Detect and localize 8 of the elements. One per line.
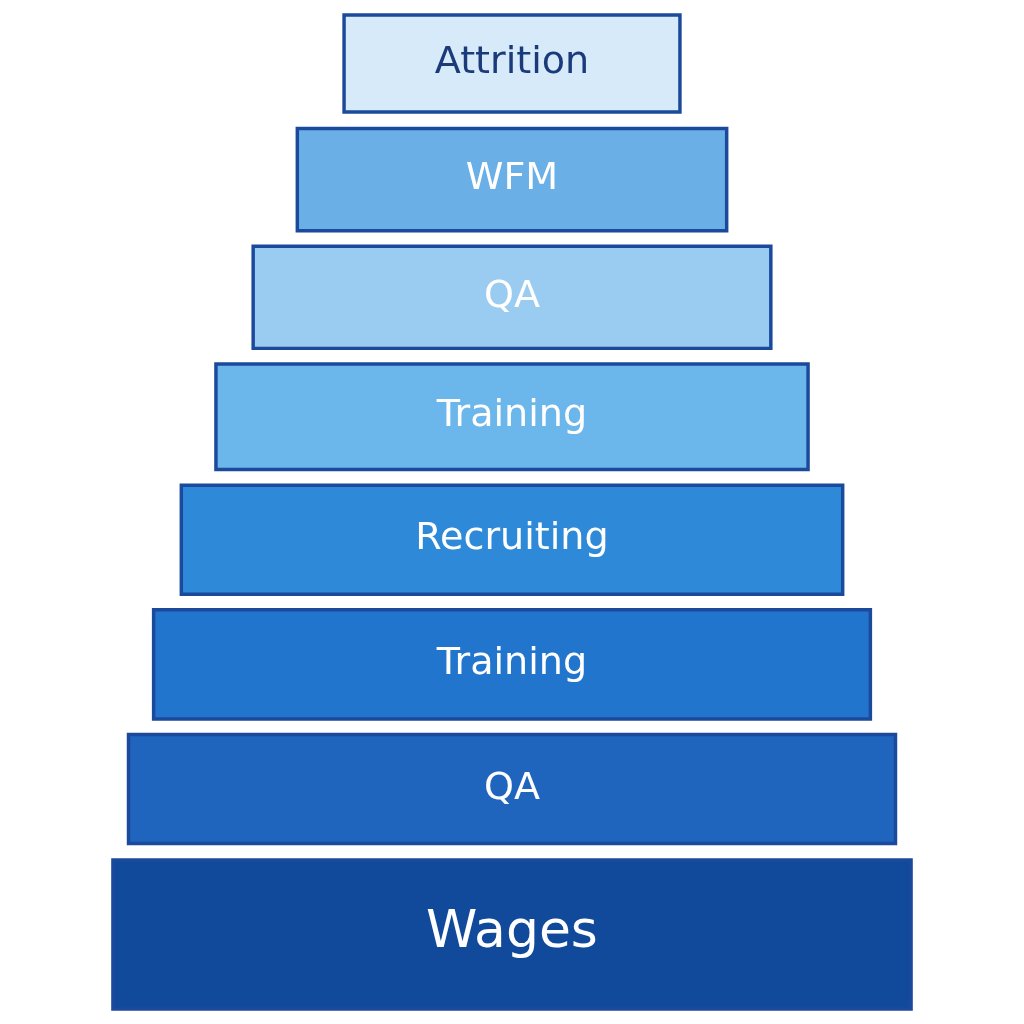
node-box: Wages [111, 858, 913, 1011]
node-box: Attrition [342, 13, 682, 114]
node-box: QA [251, 244, 773, 351]
node-box: Recruiting [179, 483, 845, 596]
node-box: QA [126, 732, 898, 846]
node-box: Training [151, 608, 873, 721]
node-box: WFM [295, 126, 729, 233]
node-box: Training [214, 362, 810, 472]
